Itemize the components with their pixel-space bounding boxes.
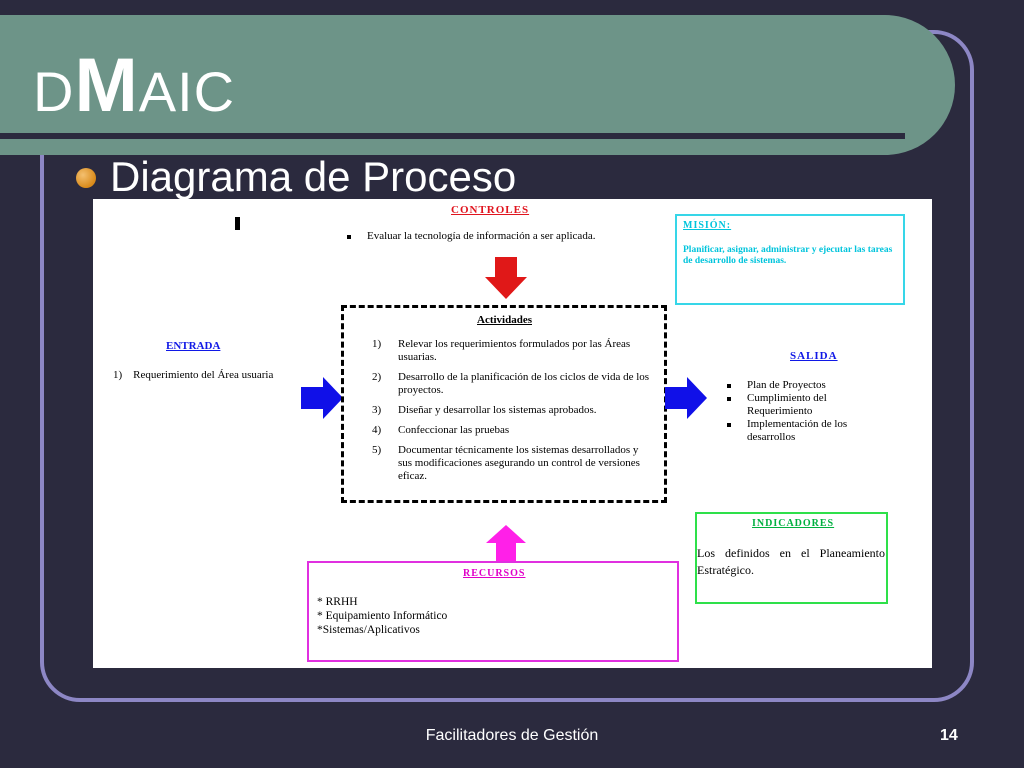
mision-header: MISIÓN:: [683, 220, 732, 231]
cursor-mark: [235, 217, 240, 230]
actividad-item: 2) Desarrollo de la planificación de los …: [372, 371, 652, 397]
bullet-icon: [76, 168, 96, 188]
controles-list: Evaluar la tecnología de información a s…: [343, 230, 673, 243]
actividad-text: Diseñar y desarrollar los sistemas aprob…: [398, 404, 597, 416]
actividad-text: Confeccionar las pruebas: [398, 424, 510, 436]
slide-subtitle: Diagrama de Proceso: [110, 153, 517, 200]
entrada-item-num: 1): [113, 369, 123, 381]
title-suffix: AIC: [138, 60, 236, 123]
salida-item-text: Cumplimiento del Requerimiento: [747, 392, 827, 417]
actividad-text: Desarrollo de la planificación de los ci…: [398, 371, 650, 396]
title-prefix: D: [33, 60, 75, 123]
input-arrow-right-icon: [301, 377, 343, 419]
actividad-item: 5) Documentar técnicamente los sistemas d…: [372, 444, 652, 483]
square-bullet-icon: [727, 397, 731, 401]
indicadores-header: INDICADORES: [752, 518, 835, 529]
actividad-text: Relevar los requerimientos formulados po…: [398, 338, 631, 363]
controles-item: Evaluar la tecnología de información a s…: [343, 230, 673, 243]
title-underline: [0, 133, 905, 139]
recursos-list: * RRHH * Equipamiento Informático *Siste…: [317, 595, 447, 637]
title-highlight: M: [74, 43, 139, 128]
entrada-header: ENTRADA: [166, 340, 221, 352]
salida-item-text: Implementación de los desarrollos: [747, 418, 848, 443]
actividades-list: 1) Relevar los requerimientos formulados …: [372, 338, 652, 490]
recursos-item: * RRHH: [317, 596, 358, 608]
actividades-header: Actividades: [477, 314, 532, 326]
footer-text: Facilitadores de Gestión: [425, 727, 599, 744]
actividades-box: Actividades 1) Relevar los requerimientos…: [341, 305, 667, 503]
controls-arrow-down-icon: [485, 257, 527, 299]
entrada-item-text: Requerimiento del Área usuaria: [133, 369, 274, 381]
recursos-item: *Sistemas/Aplicativos: [317, 624, 420, 636]
actividad-item: 3) Diseñar y desarrollar los sistemas apr…: [372, 404, 652, 417]
indicadores-box: INDICADORES Los definidos en el Planeami…: [695, 512, 888, 604]
salida-item: Implementación de los desarrollos: [723, 418, 873, 444]
salida-item: Cumplimiento del Requerimiento: [723, 392, 873, 418]
square-bullet-icon: [727, 423, 731, 427]
salida-item-text: Plan de Proyectos: [747, 379, 826, 391]
resources-arrow-up-icon: [486, 525, 526, 563]
indicadores-text: Los definidos en el Planeamiento Estraté…: [697, 546, 885, 577]
entrada-item: 1) Requerimiento del Área usuaria: [113, 369, 293, 382]
salida-header: SALIDA: [790, 350, 838, 362]
actividad-num: 3): [372, 404, 382, 416]
page-number: 14: [940, 727, 958, 744]
salida-item: Plan de Proyectos: [723, 379, 873, 392]
actividad-num: 2): [372, 371, 382, 383]
recursos-box: RECURSOS * RRHH * Equipamiento Informáti…: [307, 561, 679, 662]
square-bullet-icon: [347, 235, 351, 239]
controles-item-text: Evaluar la tecnología de información a s…: [367, 230, 596, 242]
output-arrow-right-icon: [665, 377, 707, 419]
actividad-text: Documentar técnicamente los sistemas des…: [398, 444, 640, 482]
actividad-item: 4) Confeccionar las pruebas: [372, 424, 652, 437]
recursos-header: RECURSOS: [463, 568, 526, 579]
mision-text: Planificar, asignar, administrar y ejecu…: [683, 245, 893, 266]
salida-list: Plan de Proyectos Cumplimiento del Reque…: [723, 379, 873, 444]
square-bullet-icon: [727, 384, 731, 388]
actividad-num: 1): [372, 338, 382, 350]
mision-box: MISIÓN: Planificar, asignar, administrar…: [675, 214, 905, 305]
actividad-item: 1) Relevar los requerimientos formulados …: [372, 338, 652, 364]
controles-header: CONTROLES: [451, 204, 530, 216]
slide-title: DMAIC: [33, 48, 235, 124]
title-band: [0, 15, 955, 155]
actividad-num: 4): [372, 424, 382, 436]
recursos-item: * Equipamiento Informático: [317, 610, 448, 622]
actividad-num: 5): [372, 444, 382, 456]
process-diagram: CONTROLES Evaluar la tecnología de infor…: [93, 199, 932, 668]
